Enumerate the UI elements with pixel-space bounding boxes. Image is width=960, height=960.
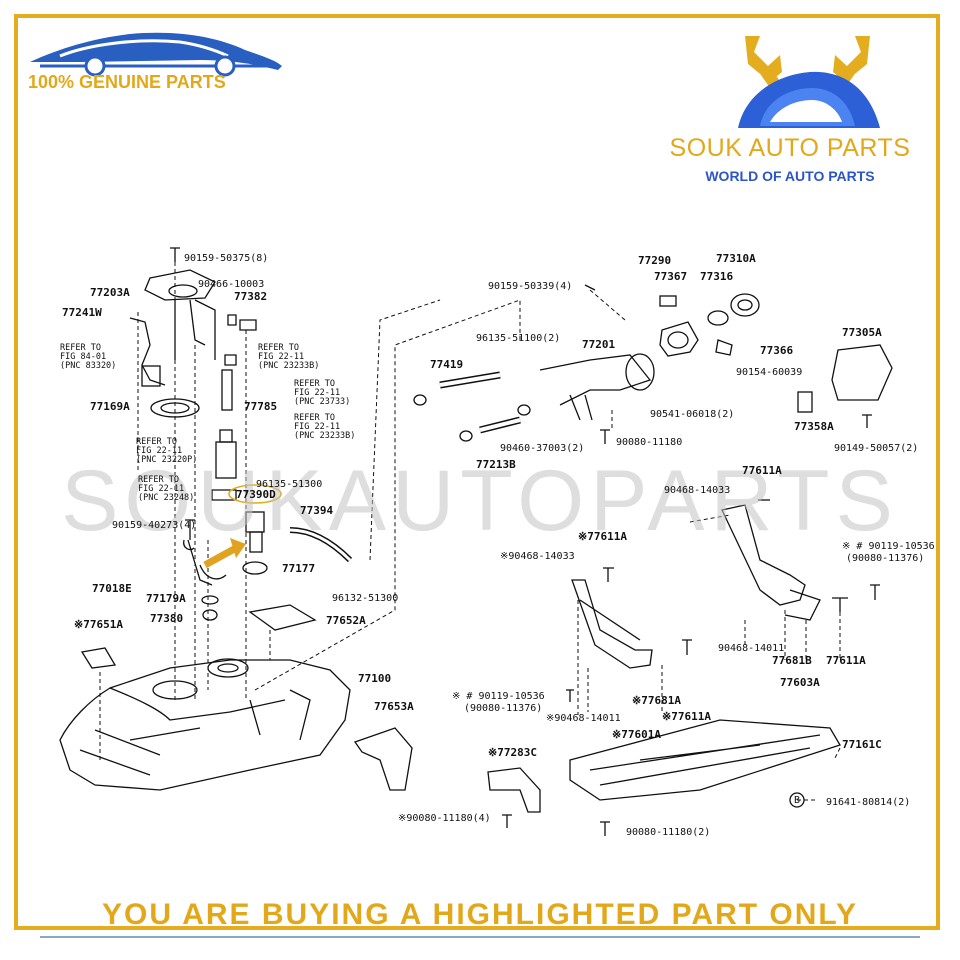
note-label: REFER TO (294, 379, 335, 389)
part-label: 77358A (794, 420, 834, 433)
part-label: 77179A (146, 592, 186, 605)
part-label: ※ # 90119-10536 (842, 541, 935, 552)
part-label: 96135-51100(2) (476, 333, 561, 344)
part-label: 77394 (300, 504, 334, 517)
part-label: 90541-06018(2) (650, 409, 735, 420)
note-label: FIG 22-11 (258, 352, 305, 362)
note-label: FIG 84-01 (60, 352, 107, 362)
note-label: (PNC 83320) (60, 361, 117, 371)
part-label: ※90080-11180(4) (398, 813, 491, 824)
part-label: 77367 (654, 270, 688, 283)
fuel-tank-assembly (59, 247, 413, 791)
part-label: 77290 (638, 254, 672, 267)
part-label: 77652A (326, 614, 366, 627)
part-label: (90080-11376) (464, 703, 543, 714)
note-label: (PNC 23220P) (136, 455, 198, 465)
part-label: 77169A (90, 400, 130, 413)
part-label: 77100 (358, 672, 392, 685)
part-label: 77177 (282, 562, 316, 575)
part-label: 90159-50339(4) (488, 281, 573, 292)
note-label: FIG 22-11 (138, 484, 185, 494)
part-label: 96132-51300 (332, 593, 399, 604)
part-label: 77603A (780, 676, 820, 689)
part-label: ※77651A (74, 618, 123, 631)
part-label: 77310A (716, 252, 756, 265)
part-label: ※77611A (578, 530, 627, 543)
part-label: 77611A (826, 654, 866, 667)
note-label: FIG 22-11 (294, 422, 341, 432)
part-label: 77018E (92, 582, 132, 595)
part-label: ※77283C (488, 746, 537, 759)
part-label: 77653A (374, 700, 414, 713)
watermark: SOUKAUTOPARTS (61, 453, 899, 549)
part-label: 90460-37003(2) (500, 443, 585, 454)
part-label: 77213B (476, 458, 516, 471)
part-label: ※90468-14033 (500, 551, 575, 562)
part-label: ※90468-14011 (546, 713, 621, 724)
part-label: ※77611A (662, 710, 711, 723)
part-label: (90080-11376) (846, 553, 925, 564)
highlight-arrow-icon (203, 484, 282, 569)
gold-frame (14, 14, 940, 930)
genuine-parts-tagline: 100% GENUINE PARTS (28, 72, 226, 92)
part-label: 77681B (772, 654, 812, 667)
part-label: 90154-60039 (736, 367, 803, 378)
brand-name: SOUK AUTO PARTS (669, 134, 911, 162)
part-label: 77380 (150, 612, 184, 625)
leader-lines-right (577, 289, 841, 801)
bolt-icons (185, 414, 880, 836)
part-label: 77366 (760, 344, 794, 357)
part-label: 77611A (742, 464, 782, 477)
part-label: 90080-11180(2) (626, 827, 711, 838)
note-label: (PNC 23733) (294, 397, 351, 407)
note-label: REFER TO (294, 413, 335, 423)
note-label: REFER TO (138, 475, 179, 485)
note-label: REFER TO (258, 343, 299, 353)
part-label: 77161C (842, 738, 882, 751)
brand-tagline: WORLD OF AUTO PARTS (705, 168, 875, 184)
part-label: 90468-14033 (664, 485, 731, 496)
part-label: 90466-10003 (198, 279, 265, 290)
part-label: ※77681A (632, 694, 681, 707)
note-label: (PNC 23233B) (294, 431, 356, 441)
note-label: FIG 22-11 (136, 446, 183, 456)
part-label: 90159-50375(8) (184, 253, 269, 264)
part-label: 77241W (62, 306, 102, 319)
part-label: 77316 (700, 270, 734, 283)
part-label: 77785 (244, 400, 278, 413)
note-label: FIG 22-11 (294, 388, 341, 398)
circle-b-label: B (794, 795, 801, 806)
part-label: ※ # 90119-10536 (452, 691, 545, 702)
part-label: 77201 (582, 338, 616, 351)
part-label: 96135-51300 (256, 479, 323, 490)
footer-divider (40, 936, 920, 938)
part-label: 90080-11180 (616, 437, 683, 448)
note-label: REFER TO (136, 437, 177, 447)
part-label: 91641-80814(2) (826, 797, 911, 808)
part-label: 77203A (90, 286, 130, 299)
part-label: 90149-50057(2) (834, 443, 919, 454)
filler-pipe-assembly (413, 284, 893, 813)
wrench-car-logo-icon (738, 36, 880, 128)
note-label: REFER TO (60, 343, 101, 353)
footer-notice: YOU ARE BUYING A HIGHLIGHTED PART ONLY (101, 898, 859, 931)
note-label: (PNC 23248) (138, 493, 195, 503)
part-label: 77305A (842, 326, 882, 339)
part-label: 77382 (234, 290, 268, 303)
highlighted-part-label: 77390D (236, 488, 276, 501)
part-label: 90159-40273(4) (112, 520, 197, 531)
part-label: 90468-14011 (718, 643, 785, 654)
part-label: ※77601A (612, 728, 661, 741)
note-label: (PNC 23233B) (258, 361, 320, 371)
part-label: 77419 (430, 358, 464, 371)
car-logo-icon (30, 32, 282, 77)
